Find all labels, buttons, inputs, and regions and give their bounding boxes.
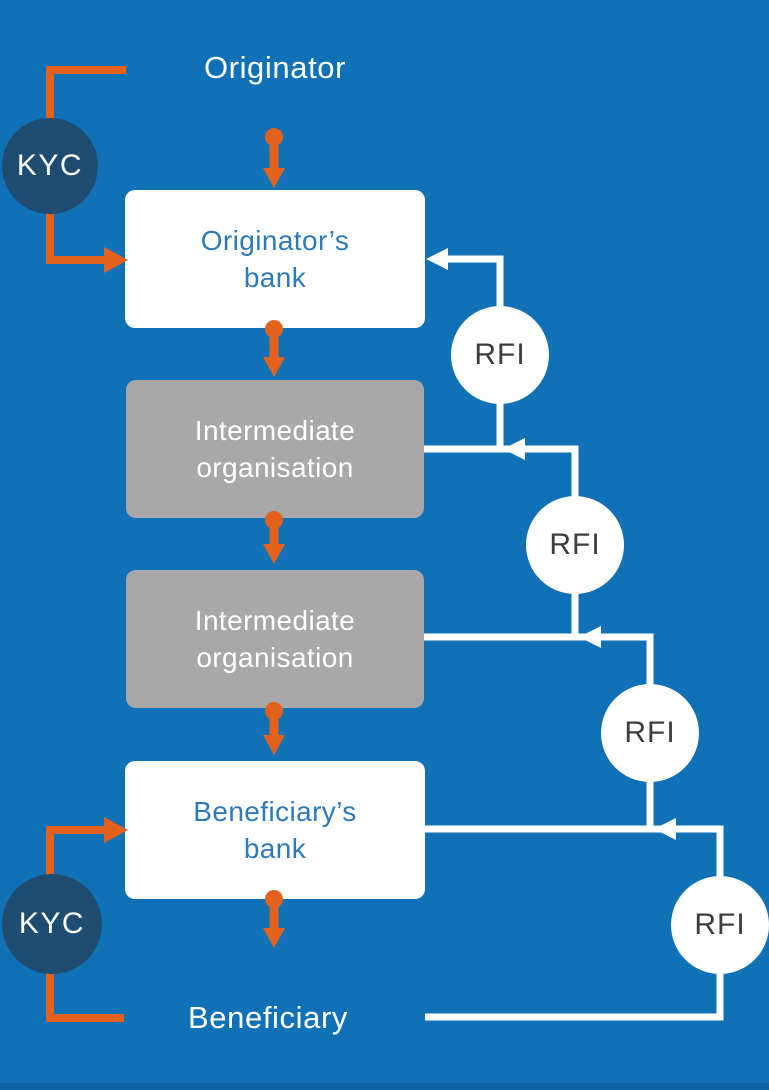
- originator-bank-node: Originator’s bank: [125, 190, 425, 328]
- rfi-badge-1-label: RFI: [474, 338, 526, 371]
- intermediate-2-line2: organisation: [196, 642, 354, 673]
- rfi-link-4: [425, 778, 724, 878]
- rfi-link-5: [425, 970, 724, 1021]
- rfi-badge-3-label: RFI: [624, 716, 676, 749]
- flow-arrow-bank-to-intermediate1: [263, 320, 285, 377]
- rfi-badge-4: RFI: [671, 876, 769, 974]
- rfi-badge-4-label: RFI: [694, 908, 746, 941]
- originator-bank-line2: bank: [243, 262, 307, 293]
- rfi-link-3: [424, 590, 654, 688]
- rfi-badge-2: RFI: [526, 496, 624, 594]
- beneficiary-label: Beneficiary: [188, 1000, 348, 1035]
- flow-arrow-intermediate2-to-beneficiary-bank: [263, 702, 285, 755]
- footer-accent-bar: [0, 1083, 769, 1090]
- intermediate-organisation-1-node: Intermediate organisation: [126, 380, 424, 518]
- rfi-badge-3: RFI: [601, 684, 699, 782]
- intermediate-1-line1: Intermediate: [194, 415, 356, 446]
- flow-arrow-bank-to-beneficiary: [263, 890, 285, 948]
- beneficiary-bank-node: Beneficiary’s bank: [125, 761, 425, 899]
- kyc-badge-originator: KYC: [2, 118, 98, 214]
- intermediate-organisation-2-node: Intermediate organisation: [126, 570, 424, 708]
- kyc-badge-originator-label: KYC: [16, 149, 84, 182]
- rfi-link-1: [426, 248, 504, 310]
- originator-label: Originator: [203, 50, 347, 85]
- rfi-link-2: [424, 400, 579, 500]
- kyc-badge-beneficiary: KYC: [2, 874, 102, 974]
- beneficiary-bank-line2: bank: [243, 833, 307, 864]
- kyc-badge-beneficiary-label: KYC: [18, 907, 86, 940]
- flow-arrow-originator-to-bank: [263, 128, 285, 188]
- flow-arrow-intermediate1-to-intermediate2: [263, 511, 285, 564]
- originator-bank-line1: Originator’s: [200, 225, 350, 256]
- rfi-badge-1: RFI: [451, 306, 549, 404]
- rfi-badge-2-label: RFI: [549, 528, 601, 561]
- intermediate-1-line2: organisation: [196, 452, 354, 483]
- intermediate-2-line1: Intermediate: [194, 605, 356, 636]
- beneficiary-bank-line1: Beneficiary’s: [193, 796, 357, 827]
